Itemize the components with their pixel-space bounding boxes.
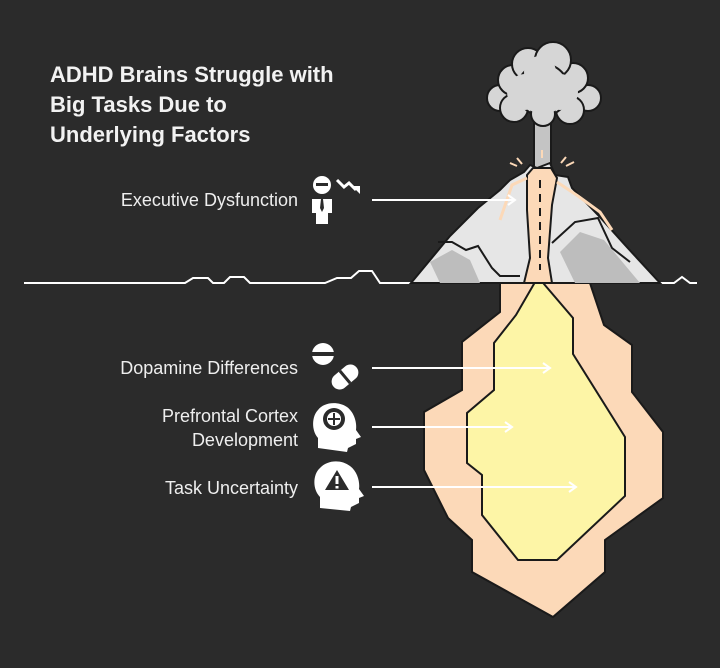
brain-head-icon	[313, 403, 361, 452]
title-line-2: Big Tasks Due to	[50, 92, 227, 117]
label-prefrontal-line-2: Development	[191, 430, 298, 450]
magma-chamber-inner	[466, 275, 626, 561]
connector-lines	[372, 194, 578, 493]
ground-line-right	[660, 275, 697, 284]
mountain-shadow-right	[560, 232, 640, 283]
ground-line	[24, 270, 420, 284]
magma-spill-left	[498, 176, 528, 221]
diagram-title: ADHD Brains Struggle with Big Tasks Due …	[50, 60, 380, 150]
mountain-shadow	[430, 250, 480, 283]
executive-dysfunction-icon	[312, 176, 360, 224]
label-prefrontal-line-1: Prefrontal Cortex	[161, 406, 298, 426]
title-line-3: Underlying Factors	[50, 122, 251, 147]
pills-icon	[311, 343, 359, 390]
warning-head-icon	[314, 461, 364, 511]
title-line-1: ADHD Brains Struggle with	[50, 62, 334, 87]
mountain-ridge-left	[438, 241, 520, 277]
mountain-ridge-right	[551, 216, 631, 263]
label-task-uncertainty: Task Uncertainty	[164, 478, 298, 498]
label-dopamine-differences: Dopamine Differences	[120, 358, 298, 378]
magma-spill-right	[556, 180, 614, 231]
label-executive-dysfunction: Executive Dysfunction	[120, 190, 298, 210]
label-prefrontal-cortex: Prefrontal Cortex Development	[162, 404, 298, 452]
eruption-sparks	[509, 150, 575, 167]
